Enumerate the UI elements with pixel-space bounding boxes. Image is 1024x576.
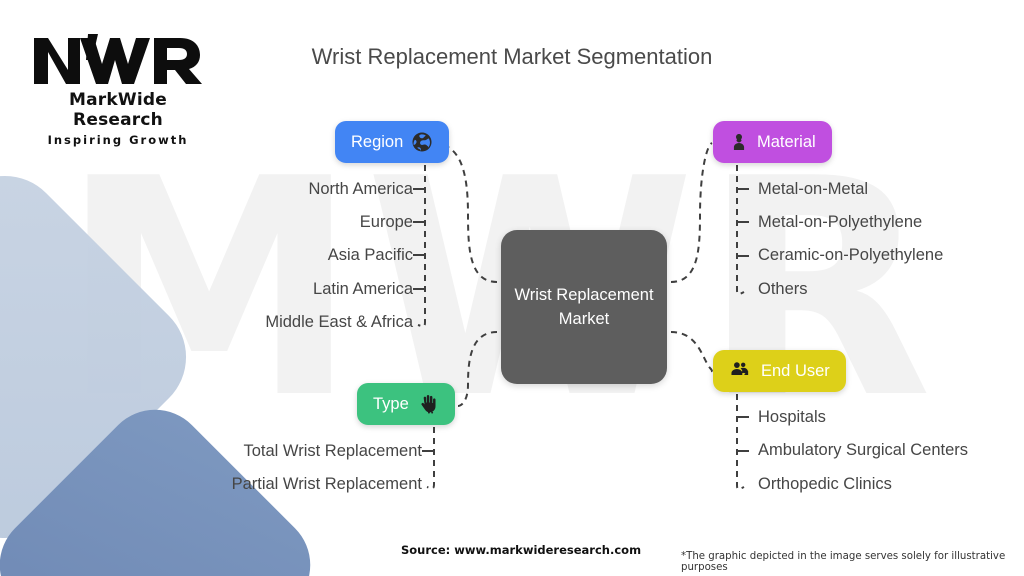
connector-hub-to-region (435, 142, 498, 283)
branch-label-region: Region (351, 132, 404, 151)
disclaimer-text: *The graphic depicted in the image serve… (681, 551, 1006, 573)
branch-badge-type[interactable]: Type (357, 383, 455, 425)
branch-badge-material[interactable]: Material (713, 121, 832, 163)
person-icon (729, 131, 749, 153)
globe-icon (411, 131, 433, 153)
hub-node[interactable]: Wrist Replacement Market (501, 230, 667, 384)
spine-region (417, 165, 426, 328)
source-text: Source: www.markwideresearch.com (401, 543, 642, 557)
leaf-material-0: Metal-on-Metal (758, 180, 869, 198)
hub-label: Wrist Replacement Market (514, 286, 654, 328)
connector-hub-to-enduser (670, 331, 715, 373)
connector-hub-to-material (670, 142, 713, 283)
hand-icon (417, 393, 439, 415)
branch-label-type: Type (373, 394, 409, 413)
users-refresh-icon (729, 360, 753, 382)
page-title: Wrist Replacement Market Segmentation (311, 44, 713, 69)
ticks-region (413, 188, 425, 290)
leaf-enduser-0: Hospitals (758, 408, 826, 426)
leaf-region-2: Asia Pacific (327, 246, 413, 264)
leaf-type-1: Partial Wrist Replacement (231, 475, 422, 493)
logo-mark-icon (34, 34, 202, 84)
leaf-type-0: Total Wrist Replacement (243, 442, 422, 460)
ticks-material (737, 188, 749, 257)
leaf-material-3: Others (758, 280, 808, 298)
spine-type (426, 427, 435, 490)
branch-badge-region[interactable]: Region (335, 121, 450, 163)
brand-name: MarkWide Research (69, 90, 167, 130)
branch-label-material: Material (757, 132, 816, 151)
leaf-enduser-1: Ambulatory Surgical Centers (758, 441, 969, 459)
ticks-enduser (737, 416, 749, 452)
leaf-region-0: North America (308, 180, 413, 198)
leaf-material-1: Metal-on-Polyethylene (758, 213, 923, 231)
leaf-enduser-2: Orthopedic Clinics (758, 475, 892, 493)
leaf-region-1: Europe (359, 213, 413, 231)
leaf-material-2: Ceramic-on-Polyethylene (758, 246, 944, 264)
brand-tagline: Inspiring Growth (47, 133, 189, 147)
leaf-region-4: Middle East & Africa (265, 313, 413, 331)
branch-badge-enduser[interactable]: End User (713, 350, 846, 392)
spine-enduser (736, 394, 745, 491)
spine-material (736, 165, 745, 296)
leaf-region-3: Latin America (313, 280, 413, 298)
branch-label-enduser: End User (761, 361, 830, 380)
connector-hub-to-type (457, 331, 498, 407)
brand-logo: MarkWide Research Inspiring Growth (28, 30, 208, 147)
